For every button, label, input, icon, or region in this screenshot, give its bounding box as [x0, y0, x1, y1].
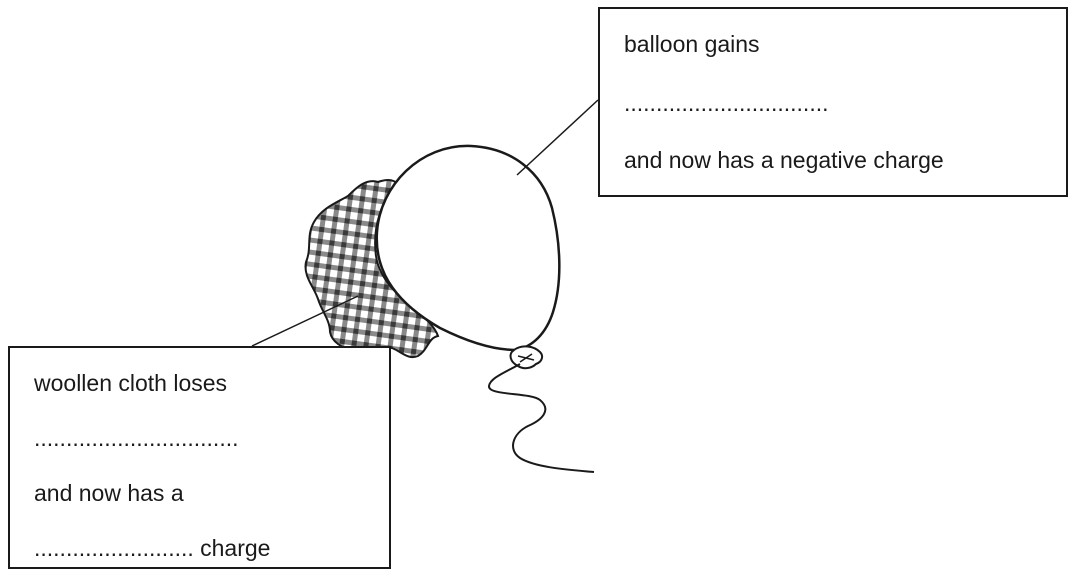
balloon-label-box: balloon gains ..........................… — [598, 7, 1068, 197]
balloon-string — [489, 364, 594, 472]
cloth-answer-blank-1[interactable]: ................................ — [34, 425, 238, 451]
cloth-label-line1: woollen cloth loses — [34, 370, 227, 396]
balloon-label-line1: balloon gains — [624, 31, 760, 57]
cloth-label-box: woollen cloth loses ....................… — [8, 346, 391, 569]
balloon-label-line3: and now has a negative charge — [624, 147, 944, 173]
cloth-answer-blank-2[interactable]: ......................... charge — [34, 535, 270, 561]
cloth-label-line3: and now has a — [34, 480, 184, 506]
balloon-answer-blank[interactable]: ................................ — [624, 90, 828, 116]
balloon-pointer-line — [517, 100, 598, 175]
